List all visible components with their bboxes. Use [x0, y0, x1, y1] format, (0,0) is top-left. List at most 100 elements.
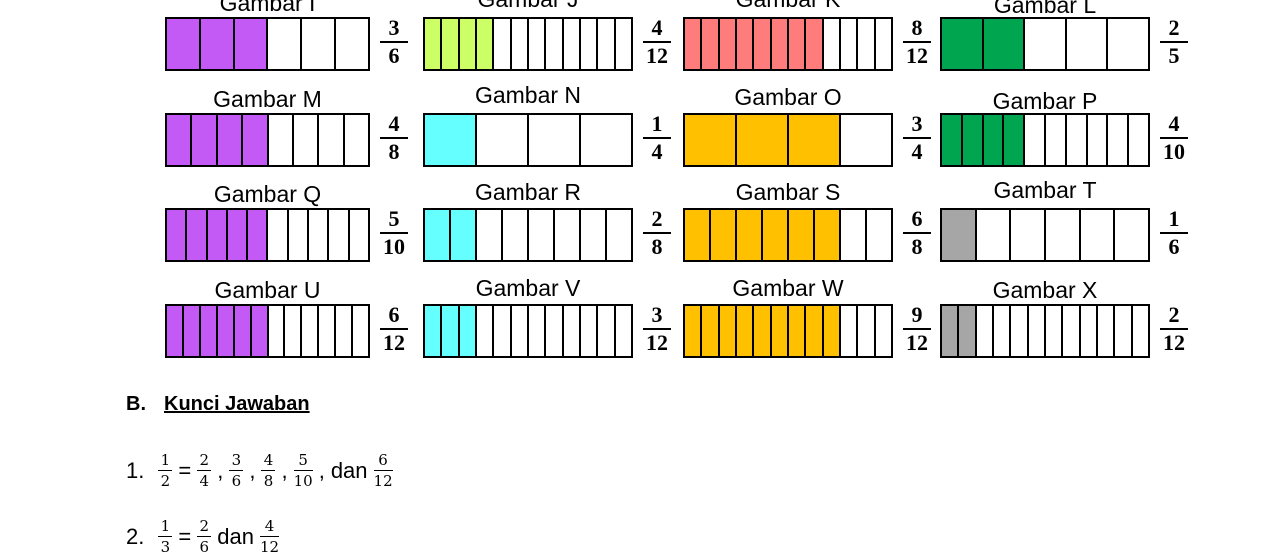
filled-segment: [719, 306, 737, 356]
figure-title: Gambar V: [475, 275, 581, 301]
fraction-denominator: 10: [383, 234, 405, 259]
fraction-denominator: 6: [388, 43, 400, 68]
fraction-denominator: 12: [373, 472, 393, 490]
empty-segment: [529, 115, 581, 165]
empty-segment: [1067, 115, 1088, 165]
filled-segment: [200, 19, 235, 69]
filled-segment: [771, 306, 789, 356]
fraction-numerator: 5: [298, 451, 308, 469]
fraction-bar: [423, 17, 633, 71]
fraction-bar: [683, 113, 893, 167]
empty-segment: [512, 306, 529, 356]
empty-segment: [302, 19, 337, 69]
empty-segment: [977, 210, 1012, 260]
empty-segment: [1046, 306, 1064, 356]
fraction-numerator: 1: [160, 517, 171, 535]
filled-segment: [187, 210, 208, 260]
empty-segment: [616, 306, 631, 356]
filled-segment: [942, 115, 963, 165]
empty-segment: [564, 306, 581, 356]
empty-segment: [858, 306, 876, 356]
fraction-denominator: 4: [911, 139, 923, 164]
filled-segment: [425, 210, 451, 260]
fraction-numerator: 1: [160, 451, 171, 469]
filled-segment: [763, 210, 789, 260]
fraction-denominator: 6: [1168, 234, 1180, 259]
filled-segment: [442, 19, 460, 69]
empty-segment: [994, 306, 1012, 356]
fraction-bar: [423, 208, 633, 262]
fraction-numerator: 3: [651, 302, 663, 327]
empty-segment: [841, 19, 859, 69]
fraction-numerator: 6: [911, 206, 923, 231]
figure-title: Gambar P: [992, 88, 1098, 114]
fraction-bar: [165, 208, 370, 262]
figure-title: Gambar I: [219, 0, 316, 16]
fraction-numerator: 2: [1168, 15, 1180, 40]
empty-segment: [555, 210, 581, 260]
empty-segment: [503, 210, 529, 260]
fraction-bar: [683, 304, 893, 358]
empty-segment: [581, 306, 599, 356]
filled-segment: [685, 19, 703, 69]
fraction-numerator: 6: [388, 302, 400, 327]
filled-segment: [451, 210, 477, 260]
fraction-numerator: 1: [1168, 206, 1180, 231]
figure-title: Gambar S: [735, 179, 841, 205]
figure-title: Gambar K: [678, 0, 898, 12]
fraction-numerator: 3: [231, 451, 242, 469]
filled-segment: [942, 19, 984, 69]
empty-segment: [598, 306, 616, 356]
filled-segment: [737, 210, 763, 260]
filled-segment: [217, 306, 235, 356]
empty-segment: [529, 19, 547, 69]
fraction-denominator: 8: [651, 234, 663, 259]
filled-segment: [459, 19, 477, 69]
figure-title: Gambar N: [474, 82, 582, 108]
fraction-denominator: 4: [651, 139, 663, 164]
figure-title: Gambar L: [993, 0, 1097, 18]
fraction-denominator: 4: [199, 472, 209, 490]
figure-title: Gambar U: [214, 277, 321, 303]
fraction-numerator: 2: [199, 517, 209, 535]
empty-segment: [876, 19, 891, 69]
empty-segment: [1081, 210, 1116, 260]
empty-segment: [302, 306, 320, 356]
empty-segment: [353, 306, 368, 356]
fraction-bar: [165, 17, 370, 71]
empty-segment: [841, 115, 891, 165]
fraction-numerator: 3: [388, 15, 400, 40]
fraction-numerator: 2: [199, 451, 209, 469]
filled-segment: [685, 210, 711, 260]
fraction-bar: [683, 208, 893, 262]
filled-segment: [227, 210, 249, 260]
empty-segment: [269, 306, 286, 356]
filled-segment: [754, 306, 772, 356]
empty-segment: [581, 19, 599, 69]
fraction-denominator: 10: [293, 472, 313, 490]
empty-segment: [1025, 115, 1046, 165]
filled-segment: [200, 306, 218, 356]
fraction-bar: [165, 304, 370, 358]
fraction-denominator: 8: [911, 234, 923, 259]
empty-segment: [512, 19, 529, 69]
filled-segment: [425, 306, 443, 356]
filled-segment: [476, 19, 495, 69]
filled-segment: [788, 306, 807, 356]
conjunction: dan: [217, 523, 254, 549]
section-letter: B.: [126, 393, 146, 415]
empty-segment: [858, 19, 876, 69]
empty-segment: [1063, 306, 1081, 356]
fraction-denominator: 12: [906, 43, 928, 68]
empty-segment: [1133, 306, 1148, 356]
filled-segment: [685, 306, 703, 356]
empty-segment: [309, 210, 330, 260]
